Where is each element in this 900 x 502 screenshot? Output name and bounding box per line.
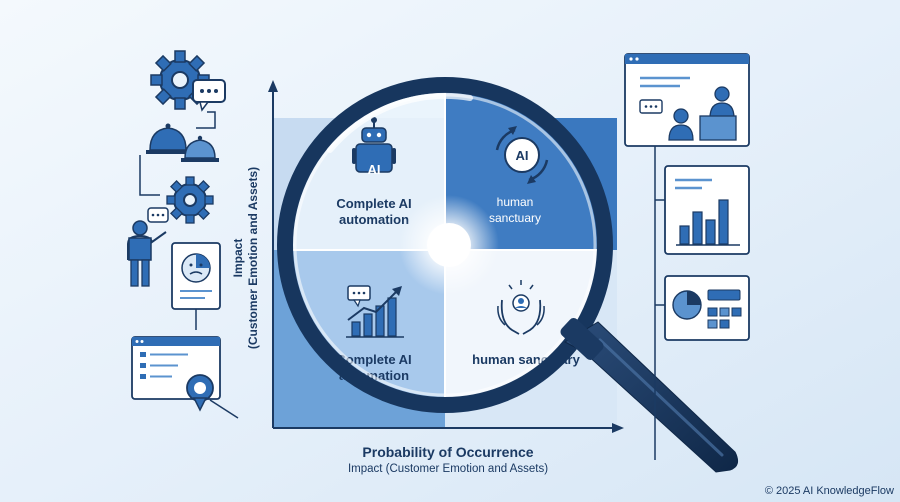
growth-chart-icon [346, 285, 404, 338]
top-right-label-line1: human [497, 195, 534, 209]
left-icon-cluster [127, 50, 239, 419]
magnifying-glass-icon [277, 77, 739, 473]
robot-icon [352, 117, 396, 173]
copyright-text: © 2025 AI KnowledgeFlow [765, 485, 894, 497]
feedback-card-icon [171, 242, 221, 310]
bottom-left-label-line1: Complete AI [336, 352, 411, 367]
presentation-window-icon [624, 53, 750, 147]
person-in-hands-icon [497, 280, 545, 335]
ai-cycle-badge: AI [516, 148, 529, 163]
top-left-label-line1: Complete AI [336, 196, 411, 211]
x-axis-arrow [612, 423, 624, 433]
gear-icon-secondary [166, 176, 214, 224]
y-axis-arrow [268, 80, 278, 92]
ai-cycle-icon [495, 126, 549, 184]
top-right-label-line2: sanctuary [489, 211, 541, 225]
person-pointing-icon [127, 207, 169, 287]
service-cloche-icon [146, 123, 219, 162]
axes [268, 80, 624, 433]
bar-chart-window-icon [664, 165, 750, 255]
robot-badge: AI [368, 162, 381, 177]
x-axis-sublabel: Impact (Customer Emotion and Assets) [348, 463, 548, 475]
dashboard-window-icon [664, 275, 750, 341]
x-axis-label: Probability of Occurrence [362, 444, 533, 460]
top-left-label-line2: automation [339, 212, 409, 227]
gear-icon [150, 50, 210, 110]
y-axis-label: Impact [231, 239, 245, 278]
location-pin-icon [186, 374, 239, 419]
right-icon-cluster [624, 53, 750, 460]
chat-bubble-icon [192, 79, 226, 112]
y-axis-label-sub: (Customer Emotion and Assets) [246, 167, 260, 349]
